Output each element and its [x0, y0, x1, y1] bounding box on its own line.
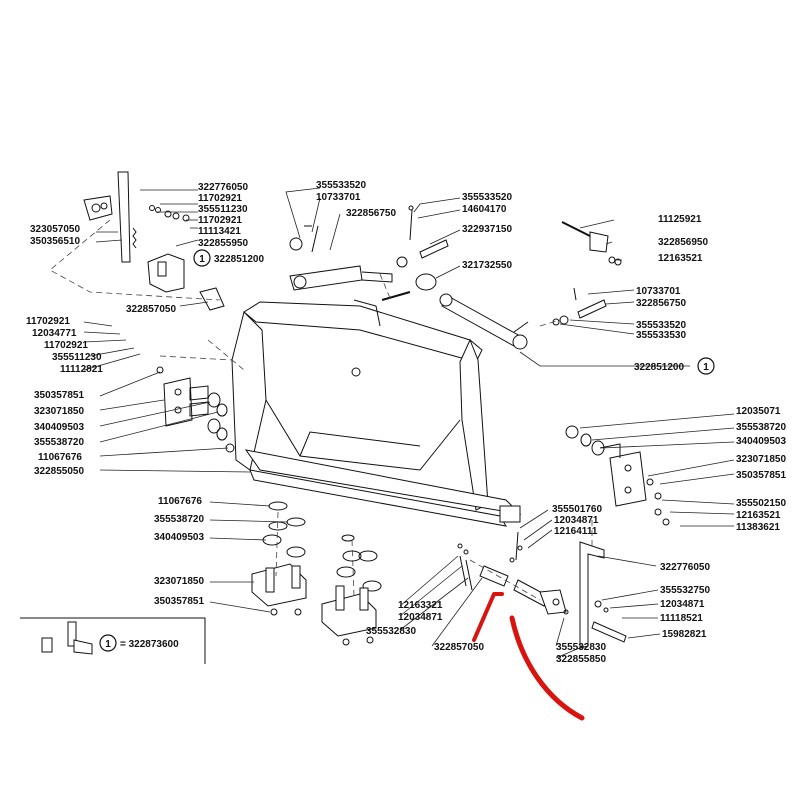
part-label: 355533520: [636, 320, 686, 331]
part-label: 322776050: [660, 562, 710, 573]
assembly-dashed-lines: [49, 219, 593, 601]
lift-cylinder-top: [289, 225, 393, 291]
part-label: 355533520: [316, 180, 366, 191]
part-label: 12034871: [554, 515, 599, 526]
red-annotation-arrow: [472, 592, 585, 721]
callout-circle-right: [697, 357, 715, 375]
part-label: 322937150: [462, 224, 512, 235]
part-label: 12035071: [736, 406, 781, 417]
part-label: 11112821: [60, 364, 103, 375]
part-label: 355511230: [198, 204, 248, 215]
leader-lines: [83, 187, 735, 659]
part-label: 340409503: [736, 436, 786, 447]
part-label: 355511230: [52, 352, 102, 363]
part-label: 350356510: [30, 236, 80, 247]
part-label: 355532830: [556, 642, 606, 653]
part-label: 11383621: [736, 522, 780, 533]
part-label: 340409503: [34, 422, 84, 433]
part-label: 11702921: [44, 340, 88, 351]
legend-equals-text: = 322873600: [120, 639, 179, 650]
part-label: 14604170: [462, 204, 507, 215]
base-plate-left: [251, 563, 307, 616]
part-label: 10733701: [636, 286, 681, 297]
part-label: 321732550: [462, 260, 512, 271]
part-label: 340409503: [154, 532, 204, 543]
base-plate-right: [321, 585, 377, 646]
part-label: 322856950: [658, 237, 708, 248]
part-label: 322855050: [34, 466, 84, 477]
legend-box: 1 = 322873600: [20, 617, 206, 664]
part-label: 322776050: [198, 182, 248, 193]
top-left-bracket: [83, 171, 137, 263]
callout-marker-right: 1: [703, 362, 709, 373]
part-label: 15982821: [662, 629, 707, 640]
bushing-322857050: [457, 543, 509, 591]
part-label: 323071850: [34, 406, 84, 417]
part-label: 322855850: [556, 654, 606, 665]
part-label: 11113421: [198, 226, 241, 237]
part-label: 322855950: [198, 238, 248, 249]
part-label: 322857050: [434, 642, 484, 653]
part-label: 322856750: [346, 208, 396, 219]
part-label: 12034871: [398, 612, 443, 623]
part-label: 10733701: [316, 192, 361, 203]
part-label: 355538720: [34, 437, 84, 448]
part-label: 355502150: [736, 498, 786, 509]
part-label: 355532830: [366, 626, 416, 637]
lift-cylinder-right: [439, 293, 529, 350]
pin-set-centre: [396, 205, 449, 291]
bracket-322776050: [579, 541, 627, 649]
part-label: 355533520: [462, 192, 512, 203]
part-label: 12163321: [398, 600, 443, 611]
part-label: 322851200: [634, 362, 684, 373]
part-label: 322851200: [214, 254, 264, 265]
pin-right-clevis: [552, 287, 607, 326]
part-label: 322857050: [126, 304, 176, 315]
callout-marker-top-left: 1: [199, 254, 205, 265]
part-label: 350357851: [736, 470, 786, 481]
part-label: 355533530: [636, 330, 686, 341]
part-label: 350357851: [34, 390, 84, 401]
bolt-bushing-top-right: [561, 221, 622, 266]
hitch-block-top: [147, 253, 185, 293]
bolt-355501760: [509, 531, 523, 563]
part-label: 11125921: [658, 214, 702, 225]
part-label: 11067676: [158, 496, 202, 507]
part-label: 11702921: [26, 316, 70, 327]
right-mount-plate: [565, 425, 670, 526]
part-label: 355538720: [154, 514, 204, 525]
pin-322857050: [199, 287, 225, 311]
callout-marker-legend: 1: [105, 639, 111, 650]
part-label: 355532750: [660, 585, 710, 596]
part-label: 11118521: [660, 613, 703, 624]
part-label: 12164111: [554, 526, 598, 537]
part-label: 355538720: [736, 422, 786, 433]
part-label: 323071850: [736, 454, 786, 465]
main-frame: [231, 291, 522, 527]
left-mount-plate: [156, 366, 235, 453]
part-label: 323071850: [154, 576, 204, 587]
part-label: 11702921: [198, 215, 242, 226]
pin-bottom-right: [513, 579, 569, 615]
part-label: 322856750: [636, 298, 686, 309]
part-label: 12163521: [658, 253, 703, 264]
part-labels: 322776050 11702921 355511230 11702921 11…: [26, 180, 786, 665]
legend-parts-icon: [41, 621, 93, 655]
part-label: 11067676: [38, 452, 82, 463]
part-label: 355501760: [552, 504, 602, 515]
part-label: 323057050: [30, 224, 80, 235]
callout-circle-top-left: [193, 249, 211, 267]
part-label: 12034771: [32, 328, 77, 339]
bolt-stack-top-left: [149, 205, 190, 222]
part-label: 350357851: [154, 596, 204, 607]
callout-marker-circle: [99, 634, 117, 652]
part-label: 12163521: [736, 510, 781, 521]
part-label: 12034871: [660, 599, 705, 610]
part-label: 11702921: [198, 193, 242, 204]
